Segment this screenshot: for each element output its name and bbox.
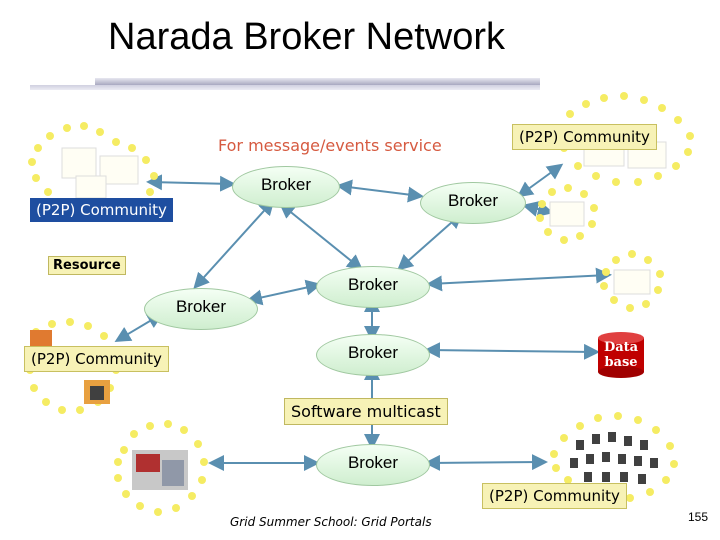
resource-label: Resource — [48, 256, 126, 275]
arrow-broker3-resource-node — [426, 267, 612, 292]
title-underline — [95, 78, 540, 85]
peer-group-cloud-cluster — [550, 412, 678, 502]
broker-label: Broker — [260, 175, 312, 194]
broker-node-3: Broker — [316, 266, 430, 308]
database-icon — [598, 332, 644, 378]
broker-label: Broker — [447, 191, 499, 210]
arrow-broker2-broker3 — [397, 212, 463, 271]
resource-node-cloud-2 — [600, 250, 664, 312]
database-label: Data base — [596, 340, 646, 370]
arrow-broker2-community — [516, 163, 564, 198]
page-number: 155 — [688, 510, 709, 524]
footer-text: Grid Summer School: Grid Portals — [230, 515, 432, 529]
broker-label: Broker — [347, 453, 399, 472]
broker-node-1: Broker — [232, 166, 340, 208]
broker-label: Broker — [347, 275, 399, 294]
community-label-left: (P2P) Community — [30, 198, 173, 222]
arrow-broker1-broker2 — [336, 179, 424, 203]
community-label-top-right: (P2P) Community — [512, 124, 657, 150]
multicast-label: Software multicast — [284, 398, 448, 425]
broker-node-4: Broker — [316, 334, 430, 376]
community-label-bottom-left: (P2P) Community — [24, 346, 169, 372]
community-label-bottom-right: (P2P) Community — [482, 483, 627, 509]
arrow-broker5-broker3 — [246, 279, 322, 306]
page-title: Narada Broker Network — [108, 16, 506, 58]
arrow-broker4-database — [424, 342, 600, 360]
broker-node-6: Broker — [316, 444, 430, 486]
service-label: For message/events service — [218, 136, 442, 155]
resource-node-cloud-1 — [536, 184, 598, 244]
peer-group-cloud-screen — [114, 420, 208, 516]
arrow-broker1-broker3 — [278, 202, 364, 271]
arrow-community-broker1 — [146, 174, 236, 192]
arrow-broker2-resource-node — [522, 201, 554, 217]
broker-node-2: Broker — [420, 182, 526, 224]
database-label-line-1: Data — [603, 340, 639, 355]
broker-node-5: Broker — [144, 288, 258, 330]
arrow-broker6-cluster — [424, 454, 548, 471]
arrow-broker1-broker5 — [193, 199, 275, 289]
broker-label: Broker — [175, 297, 227, 316]
title-underline-shadow — [30, 85, 540, 90]
database-label-line-2: base — [604, 355, 638, 370]
broker-label: Broker — [347, 343, 399, 362]
